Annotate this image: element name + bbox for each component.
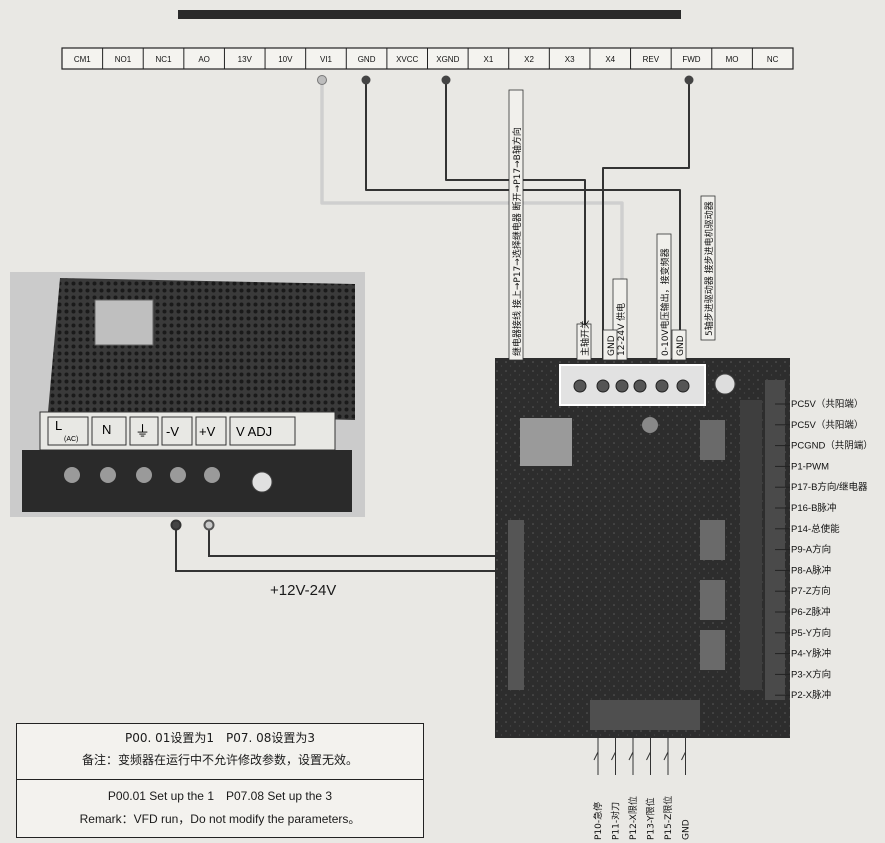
bottom-pin-2: P12-X限位 — [627, 796, 639, 840]
supply-voltage-label: +12V-24V — [270, 582, 337, 599]
note-cn-line1: P00. 01设置为1 P07. 08设置为3 — [124, 731, 316, 745]
right-pin-6: P14-总使能 — [791, 523, 840, 535]
terminal-x4: X4 — [605, 55, 615, 64]
board-top-labels: 继电器接线 接上→P17→选择继电器 断开→P17→B轴方向主轴开关 12-24V… — [508, 89, 716, 361]
power-supply-unit: L (AC) N ⏚ -V +V V ADJ — [10, 272, 365, 517]
bottom-pin-1: P11-对刀 — [610, 802, 622, 840]
board-top-label-2: 12-24V 供电 — [615, 303, 627, 356]
terminal-nc: NC — [767, 55, 779, 64]
terminal-xgnd: XGND — [436, 55, 459, 64]
board-top-label-3: GND — [607, 335, 617, 356]
bottom-pin-5: GND — [682, 819, 692, 840]
right-pin-0: PC5V（共阳端） — [791, 398, 863, 410]
right-pin-2: PCGND（共阴端） — [791, 440, 873, 452]
terminal-13v: 13V — [238, 55, 253, 64]
right-pin-8: P8-A脉冲 — [791, 564, 831, 576]
terminal-x1: X1 — [484, 55, 494, 64]
settings-note: P00. 01设置为1 P07. 08设置为3 备注：变频器在运行中不允许修改参… — [16, 723, 424, 838]
board-top-label-1: 主轴开关 — [579, 320, 591, 356]
note-en-line1: P00.01 Set up the 1 P07.08 Set up the 3 — [107, 789, 333, 803]
right-pin-9: P7-Z方向 — [791, 585, 831, 597]
supply-wires — [170, 519, 522, 572]
terminal-ao: AO — [198, 55, 210, 64]
psu-label-l: L — [55, 418, 62, 433]
terminal-x3: X3 — [565, 55, 575, 64]
board-top-label-4: 0-10V电压输出，接变频器 — [659, 248, 671, 356]
note-en-line2: Remark：VFD run，Do not modify the paramet… — [79, 812, 361, 826]
psu-label-plus-v: +V — [199, 424, 216, 439]
terminal-fwd: FWD — [682, 55, 700, 64]
terminal-cm1: CM1 — [74, 55, 91, 64]
psu-ground-icon: ⏚ — [135, 422, 150, 440]
terminal-rev: REV — [643, 55, 660, 64]
bottom-pin-3: P13-Y限位 — [645, 797, 657, 840]
right-pin-12: P4-Y脉冲 — [791, 648, 831, 660]
terminal-no1: NO1 — [115, 55, 132, 64]
control-wires — [317, 75, 694, 375]
right-pin-3: P1-PWM — [791, 461, 829, 472]
board-top-label-6: 5轴步进驱动器 接步进电机驱动器 — [703, 201, 715, 336]
right-pin-14: P2-X脉冲 — [791, 689, 831, 701]
psu-label-minus-v: -V — [166, 424, 179, 439]
terminal-gnd: GND — [358, 55, 376, 64]
right-pin-4: P17-B方向/继电器 — [791, 481, 868, 493]
psu-label-n: N — [102, 422, 111, 437]
terminal-xvcc: XVCC — [396, 55, 418, 64]
right-pin-10: P6-Z脉冲 — [791, 606, 831, 618]
terminal-vi1: VI1 — [320, 55, 333, 64]
controller-board — [495, 358, 790, 738]
right-pin-labels: PC5V（共阳端） PC5V（共阳端） PCGND（共阴端） P1-PWM P17-B方… — [775, 398, 873, 701]
psu-label-ac: (AC) — [64, 436, 78, 443]
vfd-top-bar — [178, 10, 681, 19]
bottom-pin-0: P10-急停 — [592, 802, 604, 840]
terminal-mo: MO — [726, 55, 739, 64]
note-divider — [17, 779, 423, 780]
psu-label-v-adj: V ADJ — [236, 424, 272, 439]
right-pin-5: P16-B脉冲 — [791, 502, 836, 514]
terminal-nc1: NC1 — [156, 55, 173, 64]
note-cn-line2: 备注：变频器在运行中不允许修改参数，设置无效。 — [81, 753, 358, 767]
terminal-x2: X2 — [524, 55, 534, 64]
right-pin-11: P5-Y方向 — [791, 627, 831, 639]
right-pin-7: P9-A方向 — [791, 544, 831, 556]
board-top-label-0: 继电器接线 接上→P17→选择继电器 断开→P17→B轴方向 — [511, 127, 523, 356]
bottom-pin-labels: P10-急停 P11-对刀 P12-X限位 P13-Y限位 P15-Z限位 GND — [592, 738, 692, 840]
terminal-10v: 10V — [278, 55, 293, 64]
right-pin-13: P3-X方向 — [791, 668, 831, 680]
bottom-pin-4: P15-Z限位 — [662, 796, 674, 840]
board-top-label-5: GND — [676, 335, 686, 356]
right-pin-1: PC5V（共阳端） — [791, 419, 863, 431]
vfd-terminal-strip: CM1 NO1 NC1 AO 13V 10V VI1 GND XVCC XGND X1 X2 X3 X4 R… — [61, 47, 794, 70]
